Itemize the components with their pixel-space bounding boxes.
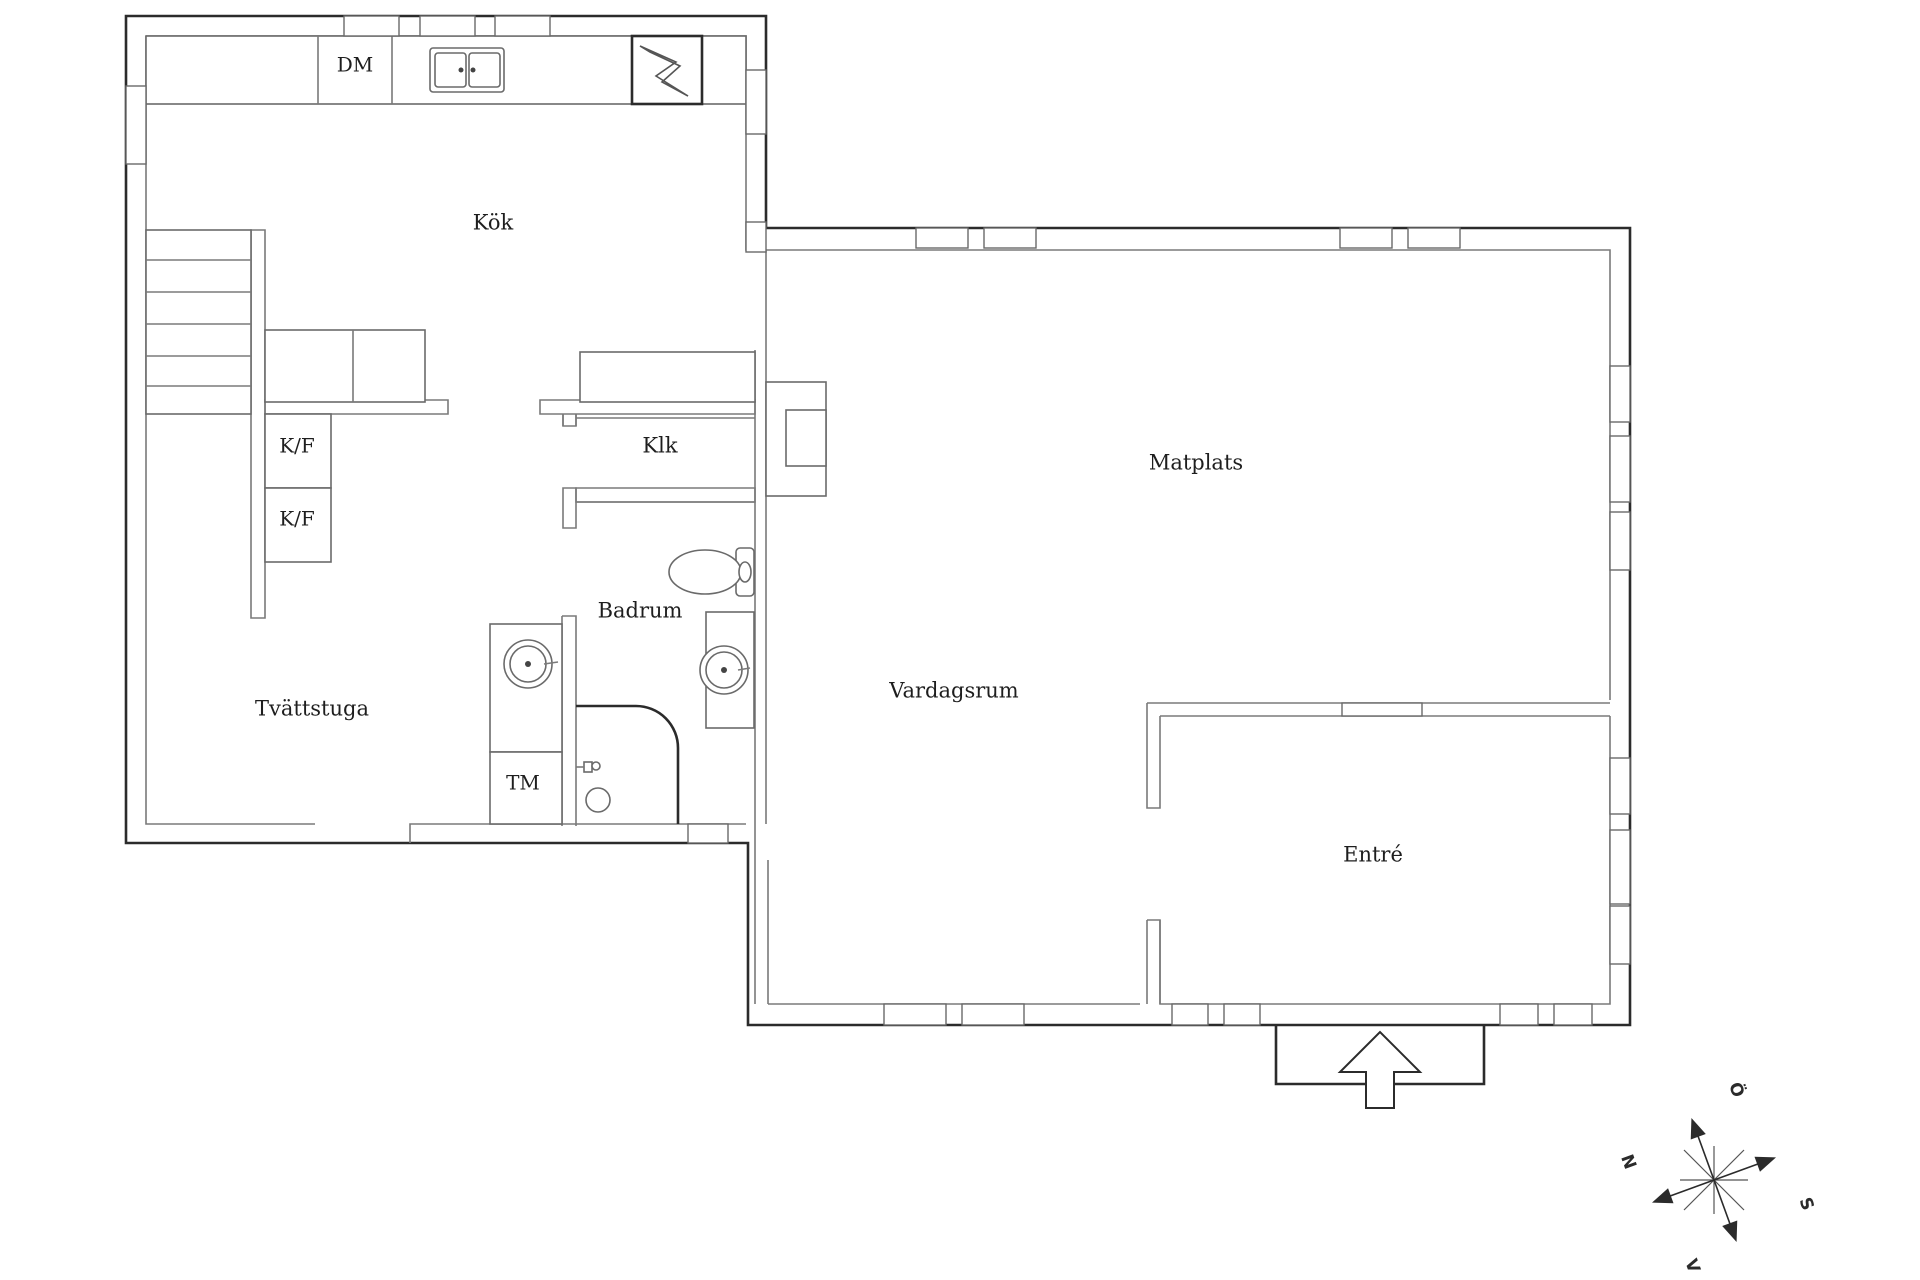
exterior-walls: [124, 14, 1632, 1027]
room-label-vardagsrum: Vardagsrum: [888, 679, 1019, 703]
interior-walls: [250, 229, 1610, 1004]
windows: [125, 15, 1631, 1026]
compass-rose: N Ö S V: [1616, 1079, 1817, 1276]
double-sink-icon: [429, 47, 505, 93]
compass-letter-o: Ö: [1724, 1079, 1750, 1100]
compass-letter-n: N: [1616, 1152, 1640, 1172]
toilet-icon: [668, 547, 755, 597]
fixture-label-dm: DM: [337, 53, 374, 77]
bathroom-sink-icon: [699, 645, 751, 695]
room-label-tvattstuga: Tvättstuga: [255, 697, 369, 721]
room-label-matplats: Matplats: [1149, 451, 1243, 475]
fixture-label-tm: TM: [506, 771, 540, 795]
room-label-kok: Kök: [473, 211, 514, 235]
compass-letter-s: S: [1795, 1195, 1818, 1213]
room-label-klk: Klk: [642, 434, 677, 458]
fireplace-icon: [765, 381, 827, 497]
stove-icon: [630, 34, 704, 106]
compass-letter-v: V: [1680, 1256, 1704, 1276]
entrance-arrow-icon: [1337, 1030, 1423, 1109]
fixture-label-kf-bottom: K/F: [279, 507, 315, 531]
kitchen-counter-right: [579, 351, 756, 403]
room-label-badrum: Badrum: [598, 599, 683, 623]
staircase: [145, 229, 252, 415]
fixture-label-kf-top: K/F: [279, 434, 315, 458]
laundry-sink-icon: [503, 639, 559, 689]
room-label-entre: Entré: [1343, 843, 1403, 867]
kitchen-island: [264, 329, 426, 403]
shower-icon: [576, 704, 680, 824]
fridge-freezer-column: [264, 413, 332, 563]
